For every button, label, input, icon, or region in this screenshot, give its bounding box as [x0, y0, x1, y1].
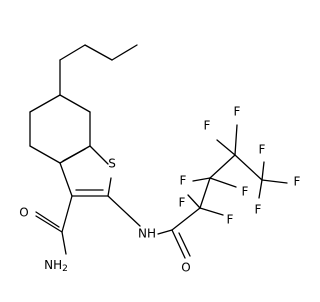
- bond: [209, 154, 236, 179]
- fluorine-atom-label: F: [180, 174, 187, 188]
- fluorine-atom-label: F: [294, 175, 301, 189]
- bond: [171, 229, 186, 259]
- acyl-oxygen-atom-label: O: [181, 261, 190, 275]
- fluorine-atom-label: F: [255, 203, 262, 217]
- fluorine-atom-label: F: [242, 185, 249, 199]
- bond: [29, 145, 61, 164]
- fluorine-atom-label: F: [227, 213, 234, 227]
- bond: [209, 177, 237, 188]
- bond: [261, 161, 265, 181]
- fluorine-atom-label: F: [179, 196, 186, 210]
- bond: [59, 162, 73, 197]
- bond: [59, 44, 86, 61]
- molecule-canvas: S F F F F F F F F F NH O O NH2: [19, 44, 301, 275]
- fluorine-atom-label: F: [234, 105, 241, 119]
- amine-subscript: 2: [62, 264, 68, 274]
- bond: [187, 194, 201, 209]
- bond: [258, 179, 263, 199]
- fluorine-atom-label: F: [204, 119, 211, 133]
- bond: [62, 148, 86, 162]
- bond: [61, 195, 73, 233]
- bond: [199, 207, 224, 216]
- structure-diagram: S F F F F F F F F F NH O O NH2: [19, 44, 301, 275]
- bond: [59, 94, 91, 113]
- fluorine-atom-label: F: [259, 143, 266, 157]
- bond: [261, 179, 288, 184]
- bond: [192, 177, 211, 182]
- bond: [171, 207, 201, 231]
- bond: [61, 231, 67, 255]
- bond: [234, 154, 263, 181]
- bond: [216, 139, 236, 156]
- bond: [107, 195, 141, 227]
- bond: [199, 177, 211, 209]
- bond: [35, 211, 60, 228]
- sulfur-atom-label: S: [108, 157, 116, 171]
- bond: [29, 94, 61, 113]
- bond: [178, 232, 191, 257]
- bond: [111, 44, 138, 61]
- amine-nh-text: NH: [44, 258, 62, 272]
- nh-atom-label: NH: [138, 227, 156, 241]
- bond: [157, 229, 173, 235]
- oxygen-atom-label: O: [19, 206, 28, 220]
- bond: [84, 44, 113, 61]
- bond: [89, 145, 109, 165]
- amine-atom-label: NH2: [44, 258, 68, 274]
- bond: [234, 124, 238, 156]
- bond: [35, 215, 63, 233]
- bond: [107, 177, 112, 197]
